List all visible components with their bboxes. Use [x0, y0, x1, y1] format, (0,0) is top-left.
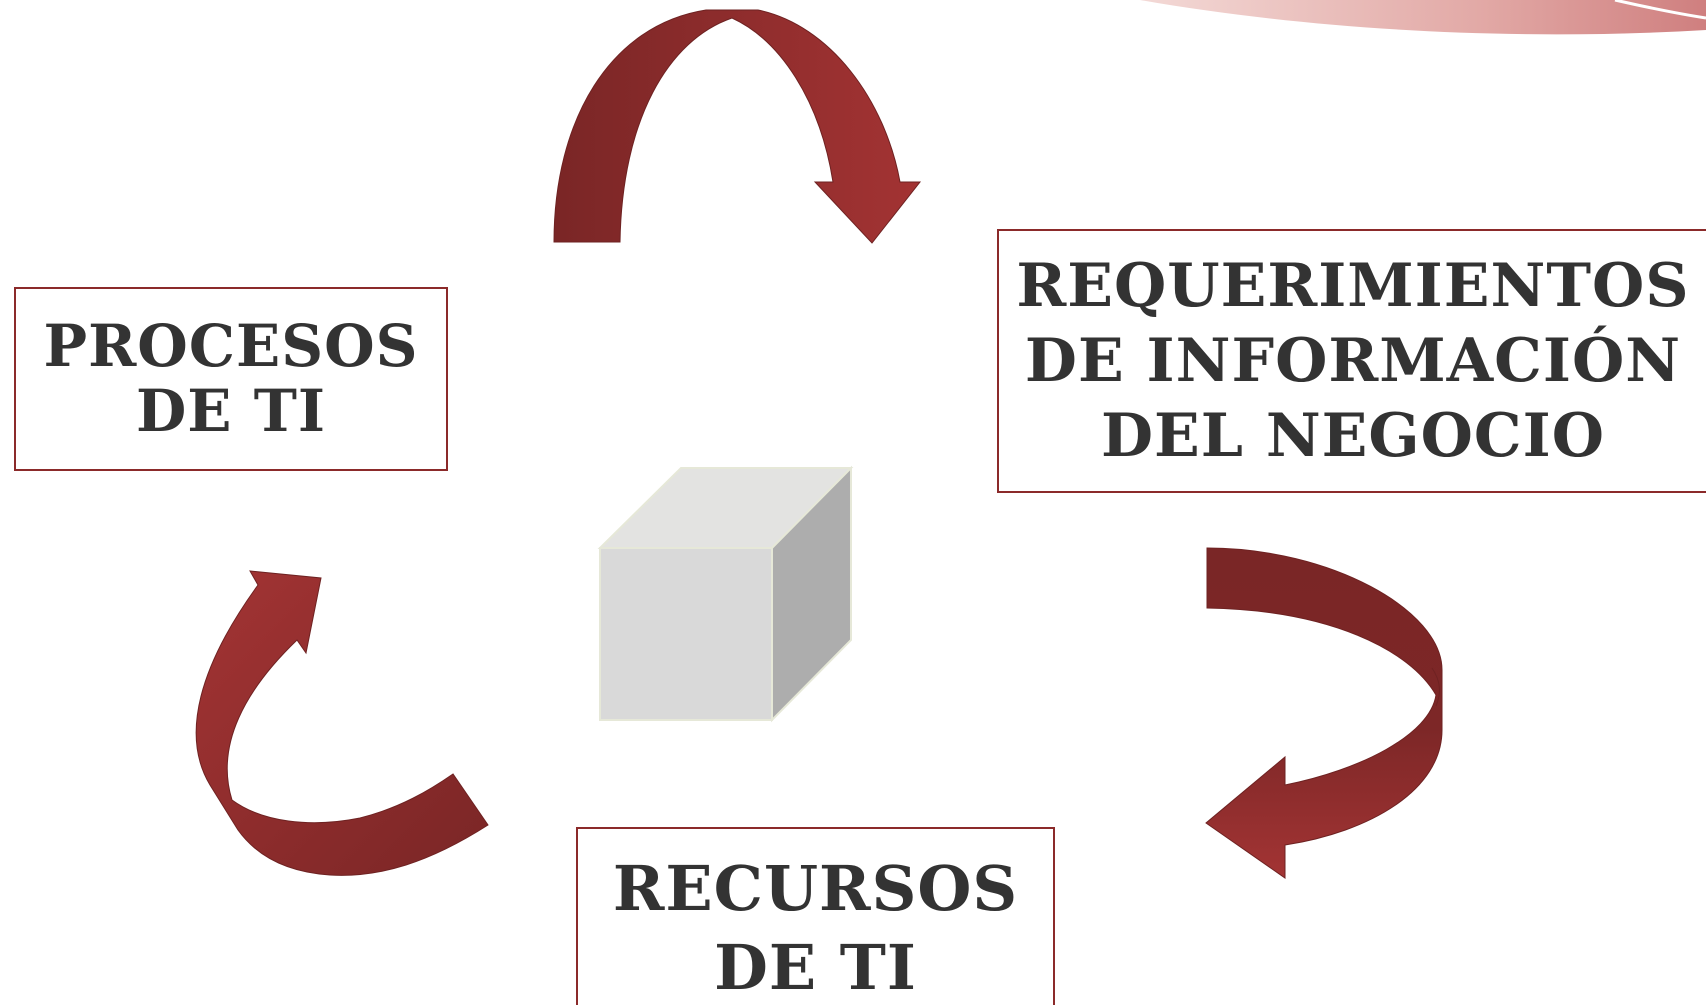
node-label-line: DE INFORMACIÓN [1024, 325, 1682, 396]
node-label-line: DE TI [714, 931, 917, 1005]
curved-arrow-icon [553, 9, 922, 244]
node-requerimientos-de-informacion: REQUERIMIENTOS DE INFORMACIÓN DEL NEGOCI… [997, 229, 1706, 493]
node-label-line: RECURSOS [612, 852, 1019, 925]
node-label-line: DE TI [136, 377, 326, 445]
cube-icon [597, 465, 854, 723]
curved-arrow-icon [1205, 547, 1443, 879]
node-label-line: REQUERIMIENTOS [1016, 250, 1690, 321]
node-label-line: DEL NEGOCIO [1100, 400, 1605, 471]
node-procesos-de-ti: PROCESOS DE TI [14, 287, 448, 471]
corner-decoration [1140, 0, 1706, 35]
node-label-line: PROCESOS [43, 312, 419, 381]
node-recursos-de-ti: RECURSOS DE TI [576, 827, 1055, 1005]
curved-arrow-icon [195, 570, 489, 876]
